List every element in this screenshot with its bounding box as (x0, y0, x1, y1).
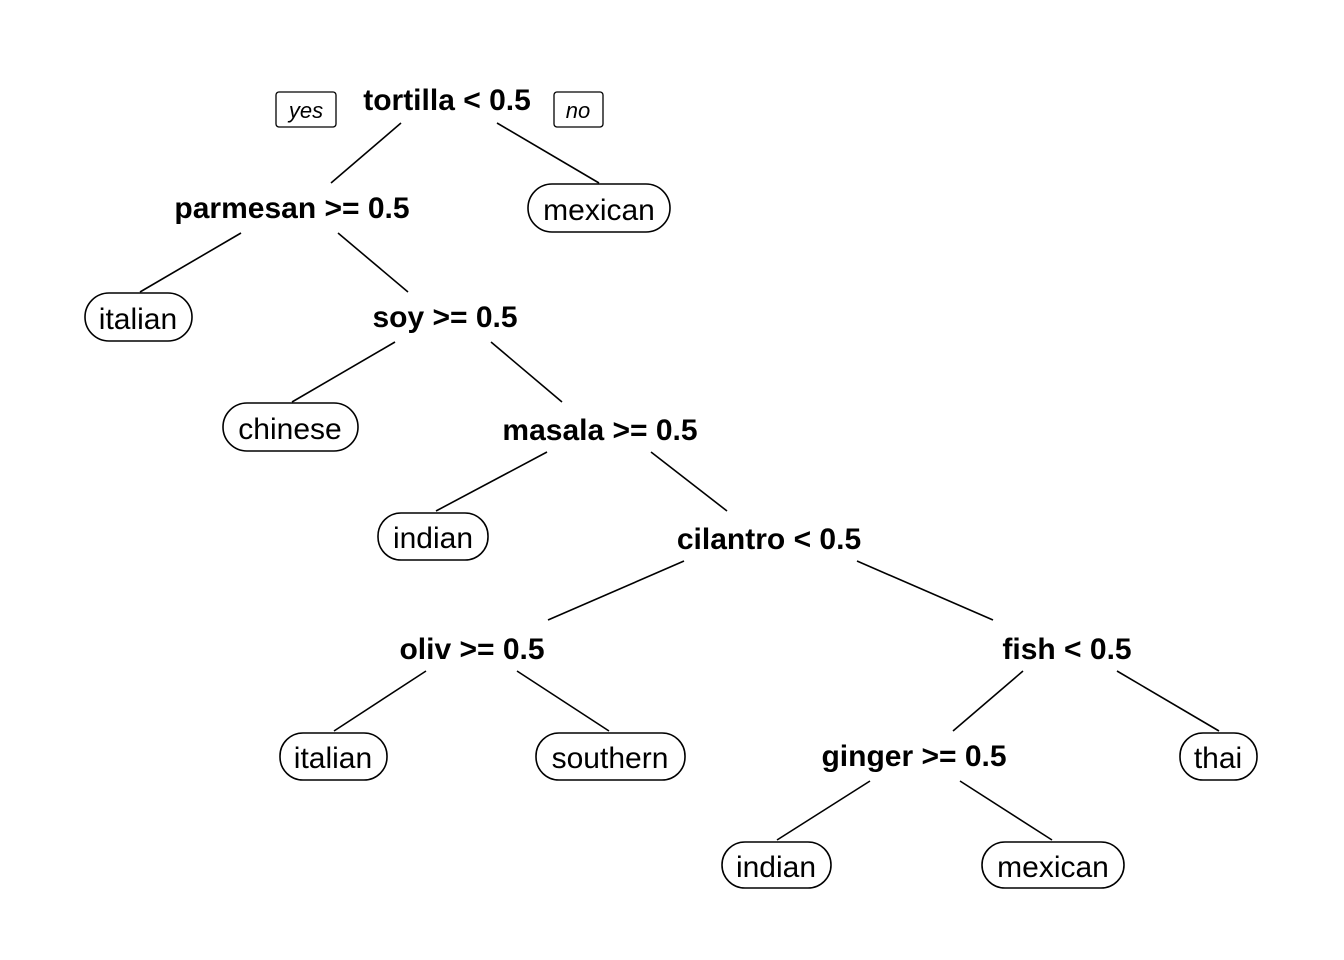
edge-parmesan-italian (139, 232, 242, 293)
leaf-southern-label: southern (552, 742, 669, 775)
leaf-node-italian-2: italian (279, 732, 388, 781)
split-node-ginger: ginger >= 0.5 (821, 740, 1006, 773)
branch-yes: yes (275, 91, 337, 128)
leaf-node-indian-2: indian (721, 841, 832, 889)
edge-root-parmesan (330, 122, 402, 184)
leaf-indian-2-label: indian (736, 851, 816, 884)
leaf-mexican-2-label: mexican (997, 851, 1109, 884)
leaf-thai-box (1179, 732, 1258, 781)
edge-cilantro-fish (856, 560, 994, 621)
leaf-nodes: mexican italian chinese indian italian s… (84, 183, 1258, 889)
edge-fish-thai (1116, 670, 1220, 732)
split-node-masala: masala >= 0.5 (502, 414, 697, 447)
edge-masala-indian (435, 451, 548, 512)
leaf-mexican-1-label: mexican (543, 194, 655, 227)
leaf-chinese-label: chinese (238, 413, 341, 446)
tree-edges (139, 122, 1220, 841)
leaf-node-mexican-2: mexican (981, 841, 1125, 889)
branch-no-label: no (566, 98, 590, 123)
leaf-thai-label: thai (1194, 742, 1242, 775)
split-node-oliv: oliv >= 0.5 (399, 633, 544, 666)
leaf-italian-2-label: italian (294, 742, 372, 775)
leaf-node-southern: southern (535, 732, 686, 781)
edge-masala-cilantro (650, 451, 728, 512)
branch-yes-label: yes (287, 98, 323, 123)
leaf-node-indian-1: indian (377, 512, 489, 561)
split-node-soy: soy >= 0.5 (372, 301, 517, 334)
leaf-chinese-box (222, 402, 359, 452)
leaf-mexican-2-box (981, 841, 1125, 889)
leaf-southern-box (535, 732, 686, 781)
leaf-italian-1-label: italian (99, 303, 177, 336)
split-node-parmesan: parmesan >= 0.5 (174, 192, 409, 225)
split-node-fish: fish < 0.5 (1002, 633, 1131, 666)
edge-oliv-italian (333, 670, 427, 732)
edge-root-mexican (496, 122, 600, 184)
edge-soy-chinese (291, 341, 396, 403)
leaf-italian-1-box (84, 292, 193, 342)
edge-ginger-mexican (959, 780, 1053, 841)
edge-oliv-southern (516, 670, 610, 732)
leaf-node-thai: thai (1179, 732, 1258, 781)
leaf-indian-1-box (377, 512, 489, 561)
leaf-indian-2-box (721, 841, 832, 889)
branch-no: no (553, 91, 604, 128)
leaf-indian-1-label: indian (393, 522, 473, 555)
branch-yes-box (275, 91, 337, 128)
leaf-node-italian-1: italian (84, 292, 193, 342)
leaf-node-chinese: chinese (222, 402, 359, 452)
leaf-mexican-1-box (527, 183, 671, 233)
split-node-root: tortilla < 0.5 (363, 84, 531, 117)
edge-parmesan-soy (337, 232, 409, 293)
split-node-cilantro: cilantro < 0.5 (677, 523, 861, 556)
branch-no-box (553, 91, 604, 128)
edge-ginger-indian (776, 780, 871, 841)
edge-fish-ginger (952, 670, 1024, 732)
edge-soy-masala (490, 341, 563, 403)
edge-cilantro-oliv (547, 560, 685, 621)
leaf-node-mexican-1: mexican (527, 183, 671, 233)
split-nodes: tortilla < 0.5 parmesan >= 0.5 soy >= 0.… (174, 84, 1131, 773)
leaf-italian-2-box (279, 732, 388, 781)
